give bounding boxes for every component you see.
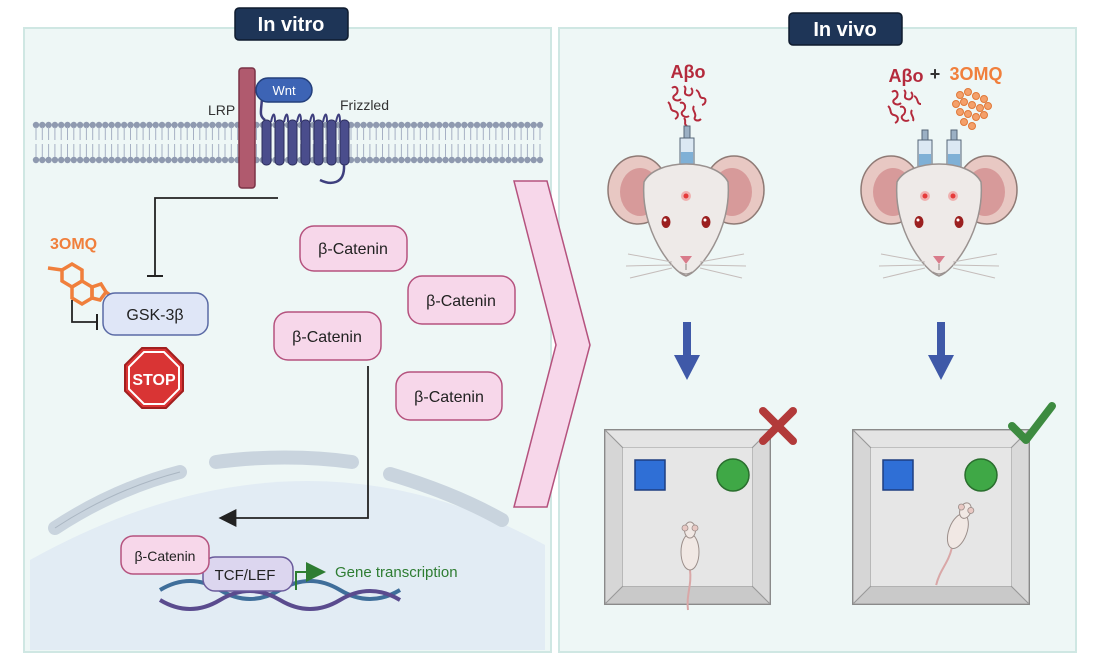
stop-label: STOP <box>132 372 176 389</box>
3omq-particles-icon <box>952 88 992 130</box>
gene-transcription-label: Gene transcription <box>335 564 458 581</box>
mouse-head-icon-right <box>860 155 1018 279</box>
beta-catenin-box-2: β-Catenin <box>407 275 516 325</box>
test-arena-left <box>603 428 772 611</box>
gene-transcription-arrow <box>295 562 326 590</box>
wnt-ligand: Wnt <box>255 77 313 103</box>
abo-oligomer-icon-right <box>887 89 922 124</box>
nuclear-envelope <box>48 450 509 535</box>
in-vitro-label: In vitro <box>258 14 325 36</box>
in-vivo-label: In vivo <box>813 19 876 41</box>
beta-catenin-nuclear-label: β-Catenin <box>135 548 196 564</box>
rat-icon <box>935 502 975 586</box>
cell-membrane <box>32 121 544 164</box>
beta-catenin-nuclear-box: β-Catenin <box>120 535 210 575</box>
test-arena-right <box>851 428 1031 606</box>
down-arrow-left <box>674 322 700 380</box>
stop-sign-icon: STOP <box>124 347 184 409</box>
fail-cross-icon <box>759 407 797 445</box>
frizzled-label: Frizzled <box>340 97 389 113</box>
tcf-lef-box: TCF/LEF <box>202 556 294 592</box>
in-vivo-header: In vivo <box>788 12 903 46</box>
plus-label: + <box>930 64 941 84</box>
lrp-label: LRP <box>208 102 235 118</box>
in-vitro-header: In vitro <box>234 7 349 41</box>
3omq-molecule-icon <box>47 261 116 307</box>
object-square <box>634 459 666 491</box>
membrane-top-heads <box>32 121 544 129</box>
beta-catenin-label-4: β-Catenin <box>414 389 484 406</box>
abo-label-right: Aβo <box>889 66 924 86</box>
drug-label: 3OMQ <box>50 236 97 253</box>
tcf-lef-label: TCF/LEF <box>215 567 276 584</box>
wnt-label: Wnt <box>272 83 296 98</box>
success-check-icon <box>1008 402 1056 444</box>
beta-catenin-box-1: β-Catenin <box>299 225 408 272</box>
abo-label-left: Aβo <box>671 62 706 82</box>
beta-catenin-label-2: β-Catenin <box>426 293 496 310</box>
object-circle <box>716 458 750 492</box>
gsk3b-label: GSK-3β <box>126 307 183 324</box>
object-circle <box>964 458 998 492</box>
beta-catenin-label-3: β-Catenin <box>292 329 362 346</box>
inhibition-line-drug <box>71 300 96 323</box>
gsk3b-box: GSK-3β <box>102 292 209 336</box>
drug-label-right: 3OMQ <box>949 64 1002 84</box>
mouse-head-icon-left <box>607 155 765 279</box>
nuclear-import-arrow <box>218 366 369 527</box>
object-square <box>882 459 914 491</box>
frizzled-receptor <box>259 94 350 184</box>
lrp-receptor <box>238 67 256 189</box>
abo-oligomer-icon-left <box>667 85 707 127</box>
down-arrow-right <box>928 322 954 380</box>
rat-icon <box>680 521 700 611</box>
beta-catenin-box-3: β-Catenin <box>273 311 382 361</box>
beta-catenin-box-4: β-Catenin <box>395 371 503 421</box>
beta-catenin-label-1: β-Catenin <box>318 241 388 258</box>
transition-chevron <box>513 180 591 508</box>
inhibition-line-receptor <box>154 197 278 275</box>
